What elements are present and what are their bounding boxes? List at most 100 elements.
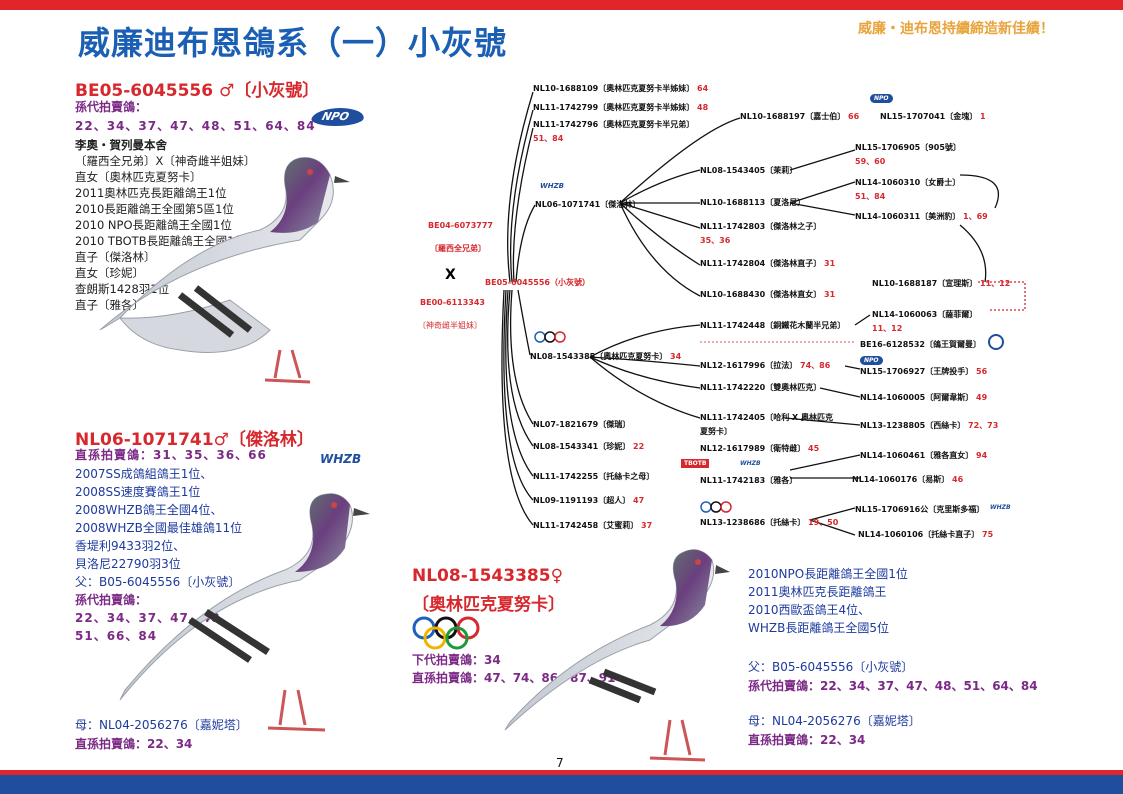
dotted-link	[978, 281, 1026, 311]
ped-cross: X	[445, 267, 456, 283]
ped-right-item: NL14-1060311〔美洲豹〕 1、69	[855, 212, 988, 221]
pigeon-photo-2	[119, 493, 370, 732]
section3-ring: NL08-1543385♀	[412, 566, 564, 586]
section3-father: 父：B05-6045556〔小灰號〕	[748, 660, 914, 674]
olympic-rings-small-icon	[700, 501, 732, 513]
ped-mid-item: NL11-1742220〔雙奧林匹克〕	[700, 383, 822, 392]
whzb-logo: WHZB	[320, 452, 362, 466]
crest-icon	[988, 334, 1004, 350]
page-number: 7	[556, 756, 564, 770]
section3-lines: 2010NPO長距離鴿王全國1位 2011奧林匹克長距離鴿王 2010西歐盃鴿王…	[748, 565, 908, 637]
ped-left-item: NL10-1688109〔奧林匹克夏努卡半姊妹〕 64	[533, 84, 709, 93]
section1-grand-label: 孫代拍賣鴿：	[75, 100, 148, 114]
section2-direct-label: 直孫拍賣鴿：31、35、36、66	[75, 448, 267, 462]
section3-father-lots: 孫代拍賣鴿：22、34、37、47、48、51、64、84	[748, 679, 1038, 693]
ped-left-item: NL09-1191193〔超人〕 47	[533, 496, 645, 505]
section3-mother: 母：NL04-2056276〔嘉妮塔〕	[748, 714, 921, 728]
ped-mid-item: NL12-1617989〔衛特雌〕 45	[700, 444, 820, 453]
pedigree-connectors	[501, 91, 1000, 536]
section2-ring: NL06-1071741♂〔傑洛林〕	[75, 430, 314, 450]
section3-mother-lots: 直孫拍賣鴿：22、34	[748, 733, 866, 747]
ped-right-item: NL14-1060106〔托絲卡直子〕 75	[858, 530, 994, 539]
section3-line: 2011奧林匹克長距離鴿王	[748, 585, 887, 599]
section1-line: 直女〔奧林匹克夏努卡〕	[75, 170, 202, 184]
section1-line: 〔羅西全兄弟〕X〔神奇雌半姐妹〕	[75, 154, 256, 168]
section1-line: 查朗斯1428羽1位	[75, 282, 170, 296]
pigeon-photo-3	[504, 549, 730, 762]
section1-line: 2011奧林匹克長距離鴿王1位	[75, 186, 227, 200]
section3-name: 〔奧林匹克夏努卡〕	[412, 595, 565, 615]
section1-line: 直女〔珍妮〕	[75, 266, 144, 280]
section1-grand-lots: 22、34、37、47、48、51、64、84	[75, 119, 316, 133]
pigeon-photo-1	[99, 157, 350, 384]
ped-mid-item: NL10-1688197〔嘉士伯〕 66	[740, 112, 860, 121]
ped-mid-item-lots: 35、36	[700, 236, 731, 245]
section3-child-lots: 下代拍賣鴿：34	[412, 653, 501, 667]
section3-line: 2010NPO長距離鴿王全國1位	[748, 567, 908, 581]
section3-line: WHZB長距離鴿王全國5位	[748, 621, 889, 635]
section3-line: 2010西歐盃鴿王4位、	[748, 603, 871, 617]
ped-left-item: NL08-1543385〔奧林匹克夏努卡〕 34	[530, 352, 682, 361]
ped-right-item: NL15-1706916公〔克里斯多福〕	[855, 505, 985, 514]
whzb-badge-icon: WHZB	[740, 460, 761, 467]
ped-mid-item: NL11-1742183〔雅各〕	[700, 476, 798, 485]
ped-right-item-lots: 59、60	[855, 157, 886, 166]
ped-mid-item: NL13-1238686〔托絲卡〕 19、50	[700, 518, 839, 527]
olympic-rings-small-icon	[534, 331, 566, 343]
ped-right-item: NL14-1060176〔易斯〕 46	[852, 475, 964, 484]
ped-dam-name: 〔神奇雌半姐妹〕	[418, 321, 482, 330]
ped-root: BE05-6045556（小灰號）	[485, 278, 590, 287]
ped-mid-item: NL11-1742405〔哈利 X 奧林匹克	[700, 413, 833, 422]
ped-left-item: NL11-1742458〔艾蜜莉〕 37	[533, 521, 653, 530]
section2-lines: 2007SS成鴿組鴿王1位、 2008SS速度賽鴿王1位 2008WHZB鴿王全…	[75, 465, 242, 645]
page-title: 威廉迪布恩鴿系（一）小灰號	[78, 24, 508, 62]
section1-lines: 李奧・賀列曼本舍 〔羅西全兄弟〕X〔神奇雌半姐妹〕 直女〔奧林匹克夏努卡〕 20…	[75, 137, 255, 313]
ped-right-item: BE16-6128532〔鴿王賀爾曼〕	[860, 340, 981, 349]
npo-badge-icon: NPO	[870, 94, 893, 103]
npo-badge-icon: NPO	[860, 356, 883, 365]
ped-left-item: NL06-1071741〔傑洛林〕	[535, 200, 641, 209]
ped-right-item: NL14-1060063〔薩菲爾〕	[872, 310, 978, 319]
bottom-red-band	[0, 770, 1123, 775]
ped-right-item: NL10-1688187〔宣理斯〕 11、12	[872, 279, 1011, 288]
ped-mid-item: 夏努卡〕	[700, 427, 732, 436]
olympic-rings-icon	[412, 616, 480, 650]
ped-right-item-lots: 11、12	[872, 324, 903, 333]
bottom-blue-band	[0, 775, 1123, 794]
section2-line: 父：B05-6045556〔小灰號〕	[75, 575, 241, 589]
section2-grand-label: 孫代拍賣鴿：	[75, 593, 148, 607]
section2-line: 2008WHZB全國最佳雄鴿11位	[75, 521, 243, 535]
tbotb-badge-icon: TBOTB	[681, 459, 710, 468]
section2-line: 2008SS速度賽鴿王1位	[75, 485, 201, 499]
section1-line: 2010 NPO長距離鴿王全國1位	[75, 218, 232, 232]
ped-right-item-lots: 51、84	[855, 192, 886, 201]
section2-mother: 母：NL04-2056276〔嘉妮塔〕	[75, 718, 248, 732]
section1-line: 2010長距離鴿王全國第5區1位	[75, 202, 234, 216]
ped-right-item: NL14-1060461〔雅各直女〕 94	[860, 451, 988, 460]
ped-left-item: NL07-1821679〔傑瑞〕	[533, 420, 631, 429]
section2-line: 香堤利9433羽2位、	[75, 539, 186, 553]
section2-line: 貝洛尼22790羽3位	[75, 557, 181, 571]
ped-right-item: NL15-1706905〔905號〕	[855, 143, 961, 152]
ped-mid-item: NL10-1688430〔傑洛林直女〕 31	[700, 290, 836, 299]
section2-mother-lots: 直孫拍賣鴿：22、34	[75, 737, 193, 751]
section2-line: 2008WHZB鴿王全國4位、	[75, 503, 223, 517]
slogan: 威廉・迪布恩持續締造新佳績！	[858, 21, 1054, 37]
section2-grand-lots-2: 51、66、84	[75, 629, 158, 643]
ped-dam: BE00-6113343	[420, 298, 485, 307]
ped-left-item: NL11-1742255〔托絲卡之母〕	[533, 472, 655, 481]
ped-right-item: NL14-1060005〔阿爾韋斯〕 49	[860, 393, 988, 402]
section1-line: 2010 TBOTB長距離鴿王全國1位	[75, 234, 246, 248]
ped-left-item: NL08-1543341〔珍妮〕 22	[533, 442, 645, 451]
ped-left-item: NL11-1742796〔奧林匹克夏努卡半兄弟〕	[533, 120, 695, 129]
whzb-badge-icon: WHZB	[990, 504, 1011, 511]
section1-line: 直子〔傑洛林〕	[75, 250, 156, 264]
ped-right-item: NL14-1060310〔女爵士〕	[855, 178, 961, 187]
ped-sire-name: 〔羅西全兄弟〕	[430, 244, 486, 253]
top-red-band	[0, 0, 1123, 10]
ped-left-item-lots: 51、84	[533, 134, 564, 143]
ped-right-item: NL15-1706927〔王牌投手〕 56	[860, 367, 988, 376]
ped-mid-item: NL11-1742804〔傑洛林直子〕 31	[700, 259, 836, 268]
ped-mid-item: NL11-1742448〔銅鐵花木蘭半兄弟〕	[700, 321, 846, 330]
